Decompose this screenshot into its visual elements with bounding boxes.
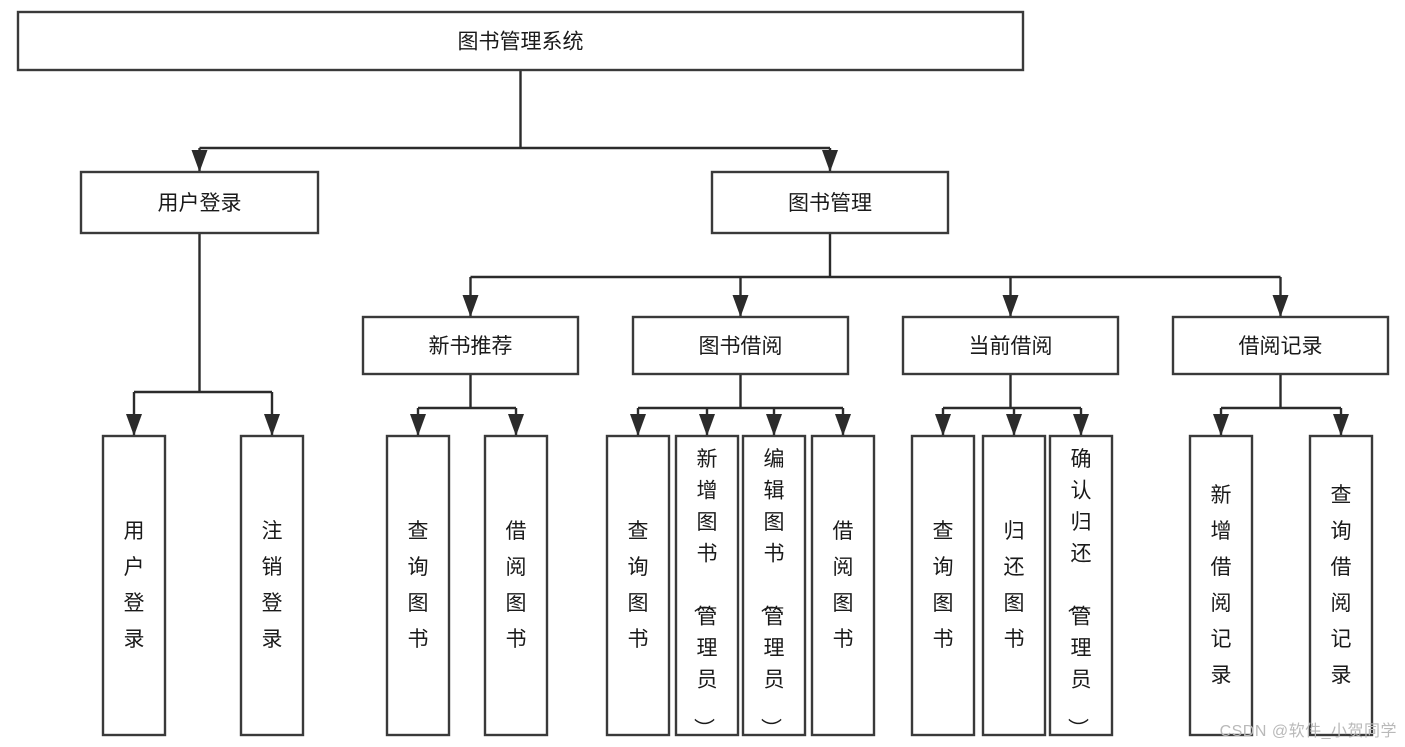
node-label: 图书管理 xyxy=(788,192,872,215)
node-box[interactable] xyxy=(710,170,950,235)
arrow-head-icon xyxy=(264,414,280,436)
connector-group-borrow-record xyxy=(1213,374,1349,436)
node-label: 确认归还（管理员） xyxy=(1066,448,1092,739)
node-label: 查询图书 xyxy=(933,520,954,651)
node-label: 借阅图书 xyxy=(833,520,854,651)
node-leaf-logout[interactable]: 注销登录 xyxy=(239,434,305,737)
node-label: 注销登录 xyxy=(262,520,283,651)
node-leaf-add-record[interactable]: 新增借阅记录 xyxy=(1188,434,1254,737)
arrow-head-icon xyxy=(822,150,838,172)
node-label: 新书推荐 xyxy=(429,335,513,358)
node-leaf-edit-book[interactable]: 编辑图书（管理员） xyxy=(741,434,807,739)
arrow-head-icon xyxy=(1002,295,1019,317)
node-label: 新增图书（管理员） xyxy=(692,448,718,739)
node-leaf-query-book-3[interactable]: 查询图书 xyxy=(910,434,976,737)
node-box[interactable] xyxy=(1171,315,1390,376)
node-box[interactable] xyxy=(1308,434,1374,737)
node-box[interactable] xyxy=(910,434,976,737)
node-box[interactable] xyxy=(101,434,167,737)
node-box[interactable] xyxy=(674,434,740,737)
connector-group-current-borrow xyxy=(935,374,1089,436)
arrow-head-icon xyxy=(935,414,951,436)
node-box[interactable] xyxy=(16,10,1025,72)
node-label: 查询图书 xyxy=(408,520,429,651)
arrow-head-icon xyxy=(1073,414,1089,436)
node-new-book-rec[interactable]: 新书推荐 xyxy=(361,315,580,376)
node-label: 编辑图书（管理员） xyxy=(759,448,785,739)
node-leaf-query-book-2[interactable]: 查询图书 xyxy=(605,434,671,737)
node-box[interactable] xyxy=(981,434,1047,737)
node-box[interactable] xyxy=(1048,434,1114,737)
node-leaf-add-book[interactable]: 新增图书（管理员） xyxy=(674,434,740,739)
node-box[interactable] xyxy=(79,170,320,235)
node-leaf-query-record[interactable]: 查询借阅记录 xyxy=(1308,434,1374,737)
node-box[interactable] xyxy=(901,315,1120,376)
node-leaf-query-book-1[interactable]: 查询图书 xyxy=(385,434,451,737)
arrow-head-icon xyxy=(630,414,646,436)
node-book-borrow[interactable]: 图书借阅 xyxy=(631,315,850,376)
node-current-borrow[interactable]: 当前借阅 xyxy=(901,315,1120,376)
arrow-head-icon xyxy=(1272,295,1289,317)
arrow-head-icon xyxy=(766,414,782,436)
node-label: 查询图书 xyxy=(628,520,649,651)
arrow-head-icon xyxy=(462,295,479,317)
node-label: 用户登录 xyxy=(158,192,242,215)
node-user-login[interactable]: 用户登录 xyxy=(79,170,320,235)
arrow-head-icon xyxy=(508,414,524,436)
node-borrow-record[interactable]: 借阅记录 xyxy=(1171,315,1390,376)
csdn-watermark: CSDN @软件_小贺同学 xyxy=(1219,723,1397,740)
node-box[interactable] xyxy=(631,315,850,376)
node-label: 新增借阅记录 xyxy=(1211,484,1232,687)
arrow-head-icon xyxy=(1213,414,1229,436)
node-box[interactable] xyxy=(483,434,549,737)
node-label: 当前借阅 xyxy=(969,335,1053,358)
node-label: 图书借阅 xyxy=(699,335,783,358)
node-box[interactable] xyxy=(605,434,671,737)
node-leaf-return-book[interactable]: 归还图书 xyxy=(981,434,1047,737)
connectors-layer xyxy=(126,70,1349,436)
nodes-layer: 图书管理系统用户登录图书管理新书推荐图书借阅当前借阅借阅记录用户登录注销登录查询… xyxy=(16,10,1390,739)
node-leaf-borrow-book-2[interactable]: 借阅图书 xyxy=(810,434,876,737)
connector-group-book-manage xyxy=(462,233,1289,317)
node-root[interactable]: 图书管理系统 xyxy=(16,10,1025,72)
node-label: 借阅图书 xyxy=(506,520,527,651)
arrow-head-icon xyxy=(1006,414,1022,436)
node-leaf-user-login[interactable]: 用户登录 xyxy=(101,434,167,737)
node-label: 借阅记录 xyxy=(1239,335,1323,358)
connector-group-new-book-rec xyxy=(410,374,524,436)
node-label: 归还图书 xyxy=(1004,520,1025,651)
arrow-head-icon xyxy=(732,295,749,317)
node-leaf-confirm-return[interactable]: 确认归还（管理员） xyxy=(1048,434,1114,739)
arrow-head-icon xyxy=(126,414,142,436)
node-box[interactable] xyxy=(810,434,876,737)
node-box[interactable] xyxy=(385,434,451,737)
node-book-manage[interactable]: 图书管理 xyxy=(710,170,950,235)
node-box[interactable] xyxy=(1188,434,1254,737)
arrow-head-icon xyxy=(1333,414,1349,436)
node-label: 查询借阅记录 xyxy=(1331,484,1352,687)
node-box[interactable] xyxy=(239,434,305,737)
node-box[interactable] xyxy=(361,315,580,376)
connector-group-user-login xyxy=(126,233,280,436)
connector-group-book-borrow xyxy=(630,374,851,436)
node-box[interactable] xyxy=(741,434,807,737)
arrow-head-icon xyxy=(699,414,715,436)
arrow-head-icon xyxy=(410,414,426,436)
node-label: 图书管理系统 xyxy=(458,31,584,54)
arrow-head-icon xyxy=(191,150,208,172)
arrow-head-icon xyxy=(835,414,851,436)
connector-group-root xyxy=(191,70,838,172)
node-leaf-borrow-book-1[interactable]: 借阅图书 xyxy=(483,434,549,737)
node-label: 用户登录 xyxy=(124,520,145,651)
